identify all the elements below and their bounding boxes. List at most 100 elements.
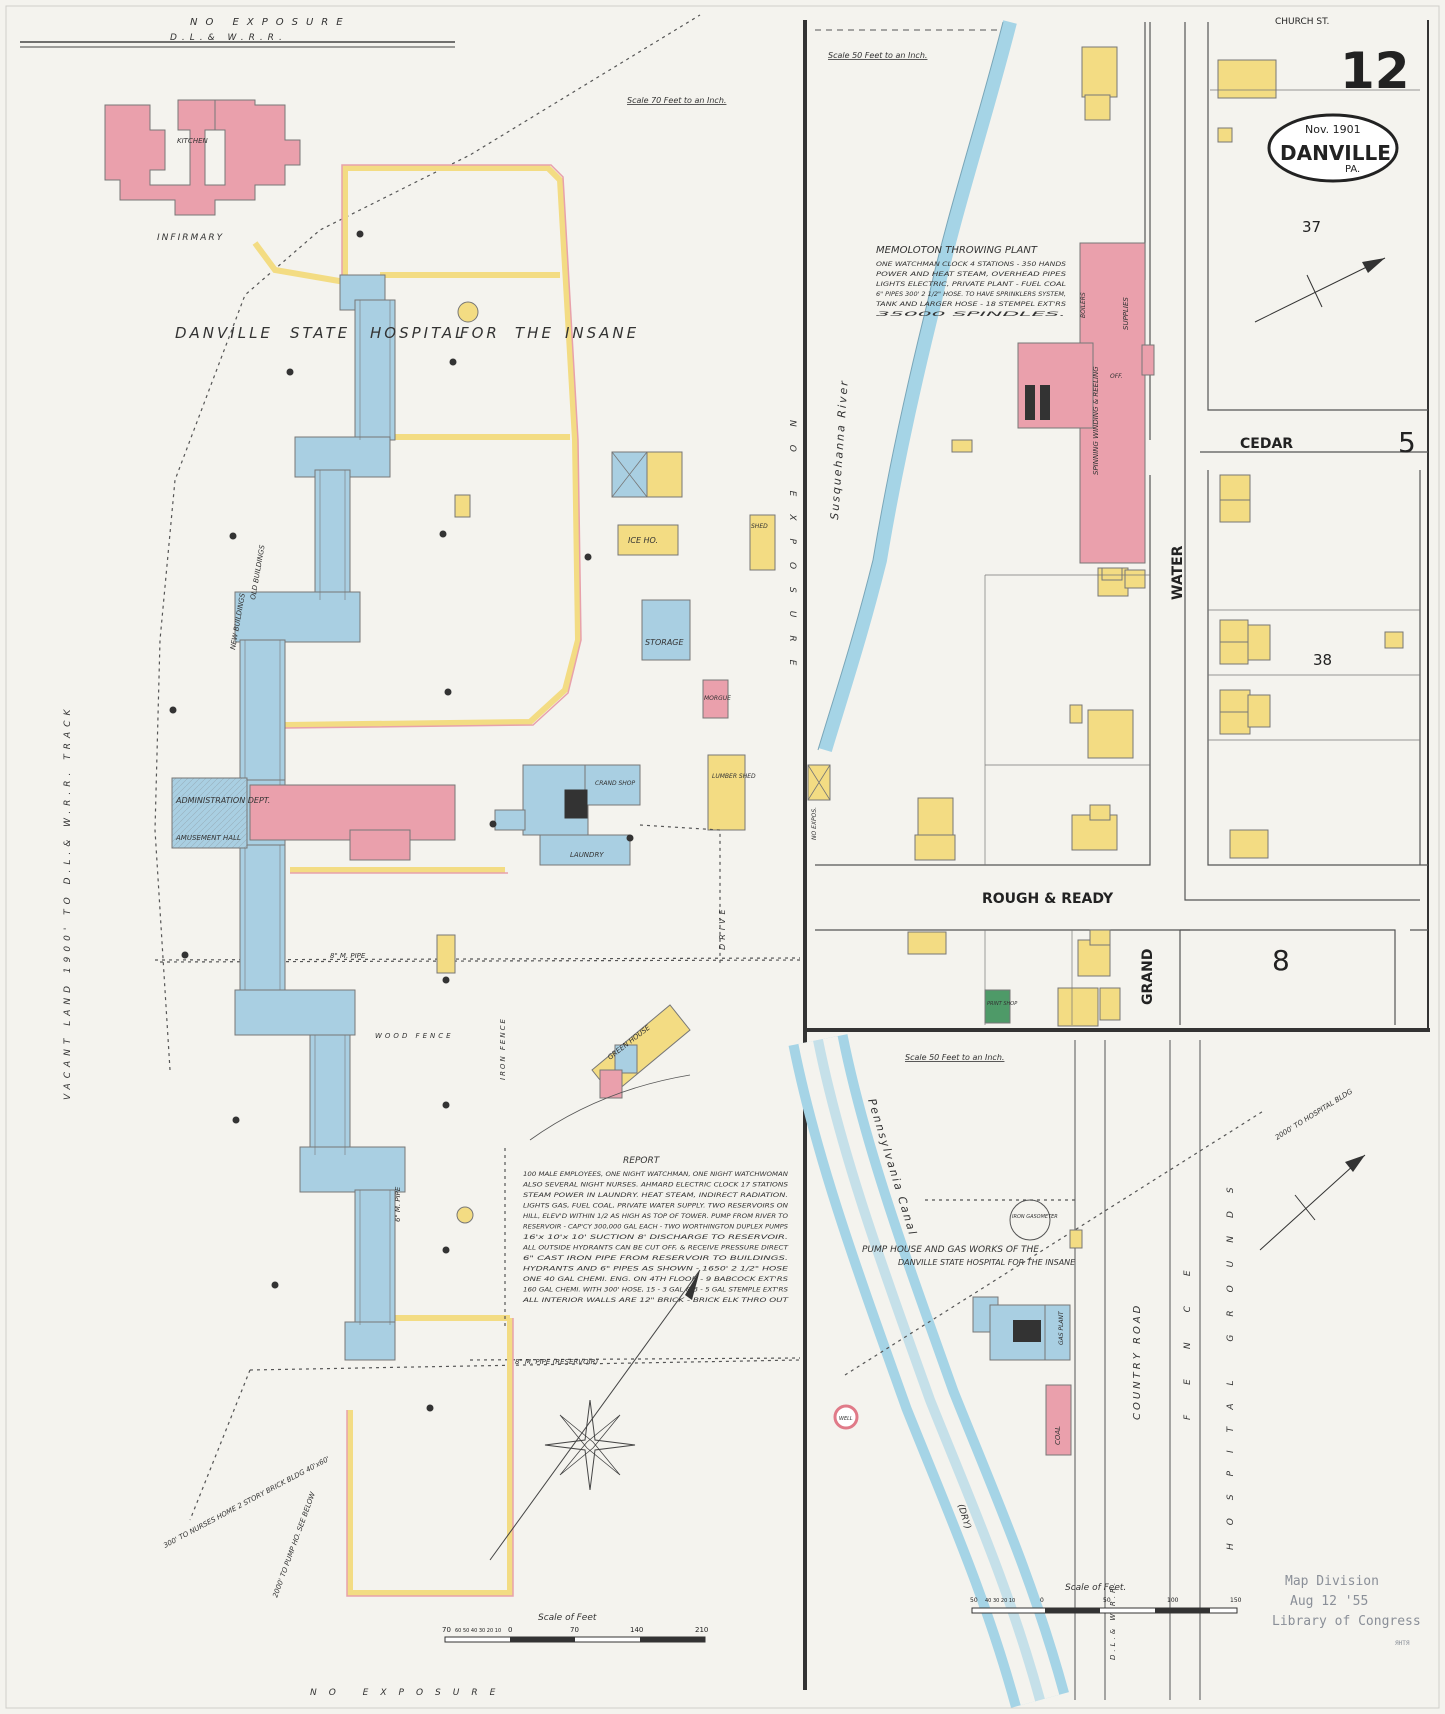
infirmary-building	[104, 99, 301, 216]
mill-supplies: SUPPLIES	[1122, 297, 1130, 330]
block-8: 8	[1272, 944, 1290, 977]
report-lines-line: 6" CAST IRON PIPE FROM RESERVOIR TO BUIL…	[523, 1255, 788, 1262]
river-bank-w	[817, 21, 1004, 751]
no-expos-x	[807, 764, 831, 801]
adjacent-sheet: 5	[1398, 426, 1416, 459]
report-lines-line: ALSO SEVERAL NIGHT NURSES. AHMARD ELECTR…	[522, 1182, 788, 1189]
left-panel: NO EXPOSURE D.L.& W.R.R. Scale 70 Feet t…	[63, 14, 801, 1698]
country-road-label: COUNTRY ROAD	[1132, 1303, 1143, 1420]
grand-shop-label: CRAND SHOP	[595, 780, 636, 787]
title-state: STATE	[290, 324, 350, 342]
top-sub: D.L.& W.R.R.	[170, 33, 287, 43]
block-37: 37	[1302, 218, 1321, 236]
stamp-line-2: Aug 12 '55	[1290, 1594, 1368, 1609]
coal-label: COAL	[1054, 1426, 1062, 1445]
lumber-shed	[707, 754, 746, 831]
reservoir-pipe	[469, 1357, 801, 1361]
title-the: THE	[515, 324, 554, 342]
left-scale-tick-1: 60 50 40 30 20 10	[455, 1628, 501, 1634]
tank-circle-2	[456, 1206, 474, 1224]
pipe-label-2: 6" M. PIPE	[394, 1186, 402, 1222]
storage-building	[641, 599, 691, 661]
report-lines-line: ALL INTERIOR WALLS ARE 12" BRICK - BRICK…	[522, 1297, 790, 1304]
plant-notes-line: ONE WATCHMAN CLOCK 4 STATIONS - 350 HAND…	[876, 261, 1066, 268]
north-arrow-upper	[1254, 257, 1386, 323]
plant-title: MEMOLOTON THROWING PLANT	[876, 245, 1038, 256]
lumber-label: LUMBER SHED	[712, 773, 756, 780]
pump-title: PUMP HOUSE AND GAS WORKS OF THE	[862, 1245, 1039, 1255]
no-expos-label: NO EXPOS.	[811, 807, 818, 840]
block-38: 38	[1313, 651, 1332, 669]
left-scale-tick-2: 0	[508, 1626, 512, 1634]
boiler-block	[564, 789, 588, 819]
left-vertical-note: VACANT LAND 1900' TO D.L.& W.R.R. TRACK	[63, 705, 73, 1100]
lot-lines	[984, 89, 1420, 1025]
water-label: WATER	[1170, 545, 1186, 600]
administration-hatch	[172, 778, 247, 848]
small-frame-1	[454, 494, 471, 518]
tank-circle-1	[457, 301, 479, 323]
laundry-label: LAUNDRY	[570, 851, 604, 859]
report-lines-line: HILL, ELEV'D WITHIN 1/2 AS HIGH AS TOP O…	[523, 1213, 788, 1220]
left-scale-bar: 70 60 50 40 30 20 10 0 70 140 210	[442, 1626, 708, 1643]
plant-notes-line: 35000 SPINDLES.	[876, 311, 1066, 318]
report-lines-line: STEAM POWER IN LAUNDRY. HEAT STEAM, INDI…	[523, 1192, 788, 1199]
ice-house	[617, 524, 679, 556]
ur-scale-note: Scale 50 Feet to an Inch.	[828, 51, 927, 60]
drive-line	[639, 824, 721, 965]
compass-rose	[489, 1269, 701, 1561]
state-name: PA.	[1345, 164, 1360, 175]
title-insane: INSANE	[565, 324, 639, 342]
courtyard-walks-edge	[284, 164, 582, 1597]
report-lines-line: ONE 40 GAL CHEMI. ENG. ON 4TH FLOOR - 9 …	[523, 1276, 788, 1283]
lr-scale-tick-5: 150	[1230, 1597, 1242, 1604]
lr-small-frame	[1069, 1229, 1083, 1249]
fence-label: FENCE	[1183, 1240, 1193, 1420]
rough-ready-label: ROUGH & READY	[982, 891, 1114, 907]
street-lines	[815, 22, 1428, 1025]
dwellings	[907, 46, 1404, 1027]
report-lines-line: 16'x 10'x 10' SUCTION 8' DISCHARGE TO RE…	[523, 1234, 788, 1241]
fence-line-sw	[189, 1369, 251, 1521]
pipe-label-3: 8" M. PIPE (RESERVOIR)	[515, 1358, 599, 1366]
print-shop-label: PRINT SHOP	[987, 1001, 1017, 1007]
ice-label: ICE HO.	[628, 536, 658, 545]
susquehanna-river	[818, 20, 1017, 753]
bottom-note: NO EXPOSURE	[310, 1688, 507, 1698]
coal-shed	[1045, 1384, 1072, 1456]
place-name: DANVILLE	[1280, 141, 1391, 165]
sheet-number: 12	[1340, 42, 1410, 100]
report-lines-line: ALL OUTSIDE HYDRANTS CAN BE CUT OFF, & R…	[522, 1245, 790, 1252]
outbuilding-x	[611, 451, 648, 498]
lr-scale-bar: 50 40 30 20 10 0 50 100 150	[970, 1597, 1242, 1614]
place-oval	[1267, 113, 1399, 183]
left-scale-tick-5: 210	[695, 1626, 708, 1634]
plant-notes-line: POWER AND HEAT STEAM, OVERHEAD PIPES	[876, 271, 1066, 278]
top-note: NO EXPOSURE	[190, 17, 351, 28]
storage-label: STORAGE	[645, 638, 684, 647]
infirmary-label: INFIRMARY	[157, 233, 224, 243]
pipe-label-1: 8" M. PIPE	[330, 952, 366, 960]
well	[833, 1404, 859, 1430]
shed-label: SHED	[751, 523, 768, 530]
drive-curve	[529, 1074, 691, 1141]
river-label: Susquehanna River	[828, 379, 851, 520]
wood-fence-label: WOOD FENCE	[375, 1032, 454, 1040]
left-scale-title: Scale of Feet	[538, 1613, 597, 1623]
stamp-line-3: Library of Congress	[1272, 1614, 1421, 1629]
plant-notes-line: LIGHTS ELECTRIC, PRIVATE PLANT - FUEL CO…	[876, 281, 1067, 288]
title-for: FOR	[460, 324, 500, 342]
report-title: REPORT	[623, 1156, 661, 1166]
plant-notes-line: 6" PIPES 300' 2 1/2" HOSE. TO HAVE SPRIN…	[876, 291, 1066, 298]
green-house: GREEN HOUSE	[591, 1004, 691, 1099]
small-frame-2	[436, 934, 456, 974]
sheet-date: Nov. 1901	[1305, 123, 1361, 136]
north-arrow-lower	[1259, 1154, 1366, 1251]
plant-notes-line: TANK AND LARGER HOSE - 18 STEMPEL EXT'RS	[876, 301, 1066, 308]
sheet-edge	[5, 5, 1440, 1709]
church-st-label: CHURCH ST.	[1275, 17, 1329, 27]
to-hospital-label: 2000' TO HOSPITAL BLDG	[1274, 1087, 1355, 1142]
report-lines-line: LIGHTS GAS, FUEL COAL, PRIVATE WATER SUP…	[523, 1203, 788, 1210]
report-lines-line: 160 GAL CHEMI. WITH 300' HOSE, 15 - 3 GA…	[523, 1287, 788, 1294]
